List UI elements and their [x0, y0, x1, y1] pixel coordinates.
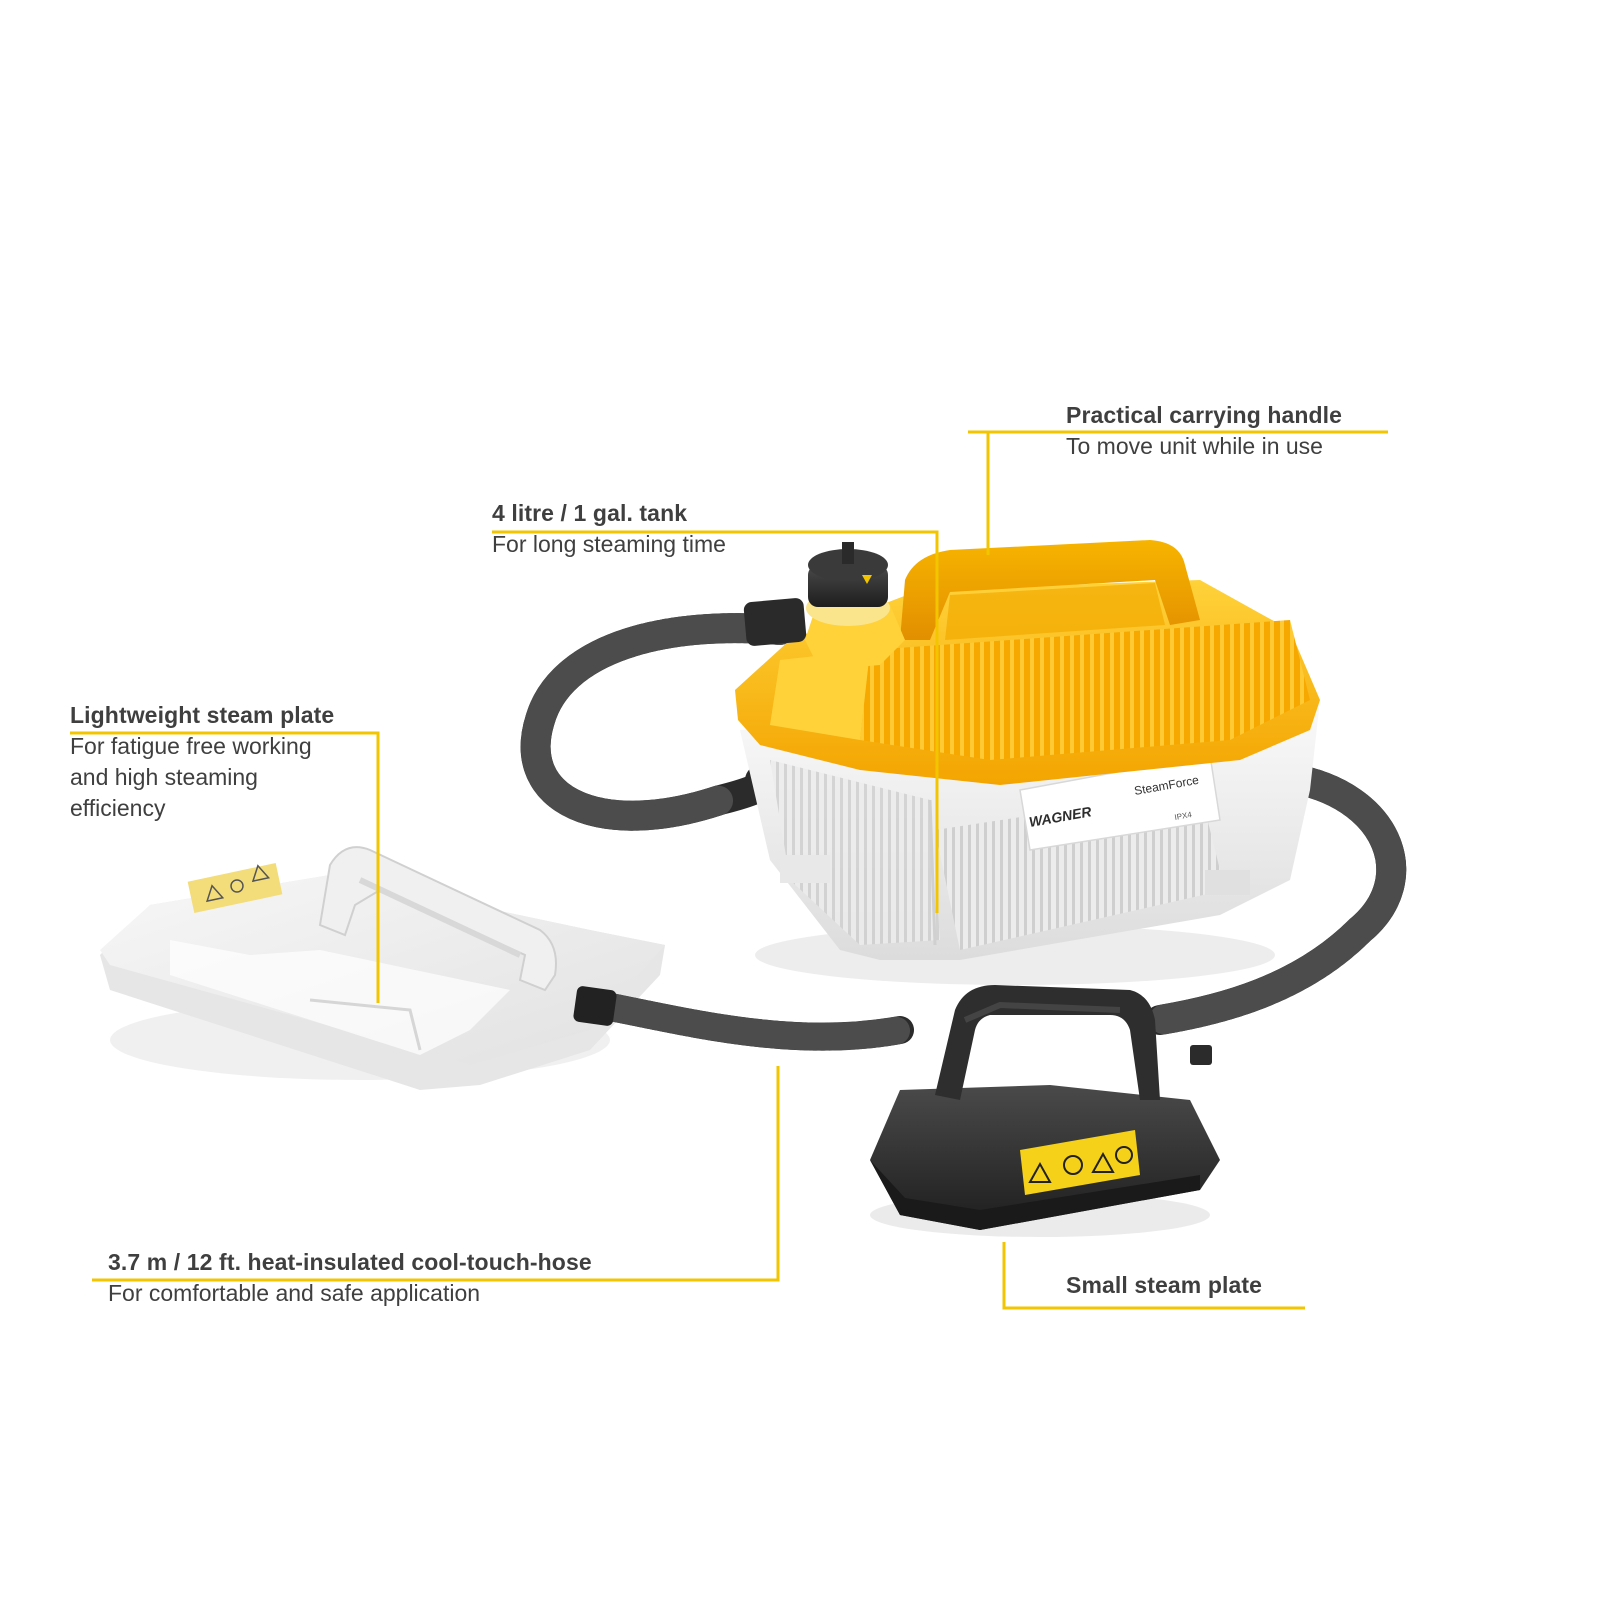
callout-handle-title: Practical carrying handle [1066, 402, 1343, 428]
callout-plate-desc: For fatigue free working and high steami… [70, 731, 334, 824]
product-label: WAGNER SteamForce IPX4 [1019, 754, 1221, 851]
callout-hose-desc: For comfortable and safe application [108, 1280, 481, 1306]
callout-handle-desc: To move unit while in use [1066, 433, 1323, 459]
carrying-handle [900, 540, 1200, 640]
large-steam-plate [100, 846, 665, 1090]
callout-plate-title: Lightweight steam plate [70, 702, 335, 728]
warning-sticker-large-plate [187, 862, 283, 914]
warning-sticker-small-plate [1020, 1130, 1140, 1195]
callout-tank-desc: For long steaming time [492, 531, 726, 557]
ipx-rating: IPX4 [1174, 810, 1193, 822]
small-steam-plate [870, 985, 1220, 1237]
callout-handle: Practical carrying handle To move unit w… [1066, 400, 1342, 462]
callout-plate-desc-line: For fatigue free working [70, 733, 312, 759]
callout-small-plate-title: Small steam plate [1066, 1272, 1263, 1298]
callout-tank-title: 4 litre / 1 gal. tank [492, 500, 688, 526]
callout-tank: 4 litre / 1 gal. tank For long steaming … [492, 498, 726, 560]
tank-cap [805, 542, 905, 670]
callout-plate-desc-line: and high steaming [70, 764, 258, 790]
callout-leader-lines [70, 430, 1388, 1310]
callout-hose: 3.7 m / 12 ft. heat-insulated cool-touch… [108, 1247, 592, 1309]
steam-hose [520, 613, 1407, 1051]
callout-small-plate: Small steam plate [1066, 1270, 1262, 1301]
callout-plate: Lightweight steam plate For fatigue free… [70, 700, 334, 824]
callout-plate-desc-line: efficiency [70, 795, 166, 821]
callout-hose-title: 3.7 m / 12 ft. heat-insulated cool-touch… [108, 1249, 592, 1275]
steamer-unit: WAGNER SteamForce IPX4 [735, 540, 1320, 985]
